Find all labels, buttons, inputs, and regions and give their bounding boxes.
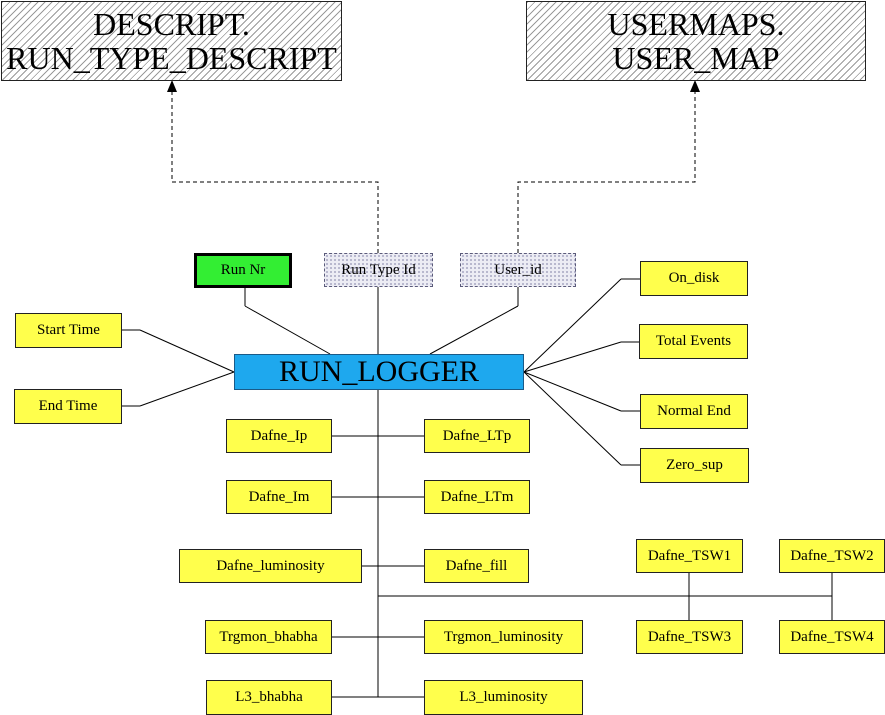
field-l3-bhabha: L3_bhabha [206, 680, 332, 715]
arrowhead-descript [167, 80, 177, 92]
link-on-disk [523, 278, 622, 373]
run-nr-key: Run Nr [194, 253, 292, 288]
link-zero-sup [523, 371, 622, 466]
link-end-time-diag [139, 371, 235, 407]
descript-line2: RUN_TYPE_DESCRIPT [6, 40, 337, 76]
field-dafne-ip: Dafne_Ip [226, 419, 332, 453]
link-start-time-diag [139, 329, 235, 373]
link-normal-end [523, 371, 622, 412]
field-on-disk: On_disk [640, 261, 748, 296]
field-total-events: Total Events [639, 324, 748, 359]
field-dafne-fill: Dafne_fill [424, 549, 529, 583]
descript-line1: DESCRIPT. [93, 6, 250, 42]
field-dafne-ltm: Dafne_LTm [424, 480, 530, 514]
usermaps-table-box: USERMAPS. USER_MAP [526, 1, 866, 81]
link-user-id-diag [429, 305, 519, 355]
run-logger-table: RUN_LOGGER [234, 354, 524, 390]
field-dafne-tsw1: Dafne_TSW1 [636, 539, 743, 573]
arrowhead-usermaps [690, 80, 700, 92]
field-start-time: Start Time [15, 313, 122, 348]
usermaps-line2: USER_MAP [612, 40, 780, 76]
field-dafne-tsw2: Dafne_TSW2 [779, 539, 885, 573]
field-end-time: End Time [14, 389, 122, 424]
field-normal-end: Normal End [640, 394, 748, 429]
field-l3-luminosity: L3_luminosity [424, 680, 583, 715]
descript-table-box: DESCRIPT. RUN_TYPE_DESCRIPT [1, 1, 342, 81]
field-dafne-ltp: Dafne_LTp [424, 419, 530, 453]
run-type-id-key: Run Type Id [324, 253, 433, 287]
field-zero-sup: Zero_sup [640, 448, 749, 483]
usermaps-line1: USERMAPS. [607, 6, 785, 42]
user-id-key: User_id [460, 253, 576, 287]
field-dafne-tsw4: Dafne_TSW4 [779, 620, 885, 654]
link-run-nr-diag [244, 305, 331, 355]
field-trgmon-bhabha: Trgmon_bhabha [205, 620, 332, 654]
field-dafne-im: Dafne_Im [226, 480, 332, 514]
field-dafne-luminosity: Dafne_luminosity [179, 549, 362, 583]
fk-link-user-id [517, 90, 696, 253]
link-total-events [523, 341, 622, 373]
fk-link-run-type [171, 90, 379, 253]
field-trgmon-luminosity: Trgmon_luminosity [424, 620, 583, 654]
field-dafne-tsw3: Dafne_TSW3 [636, 620, 743, 654]
